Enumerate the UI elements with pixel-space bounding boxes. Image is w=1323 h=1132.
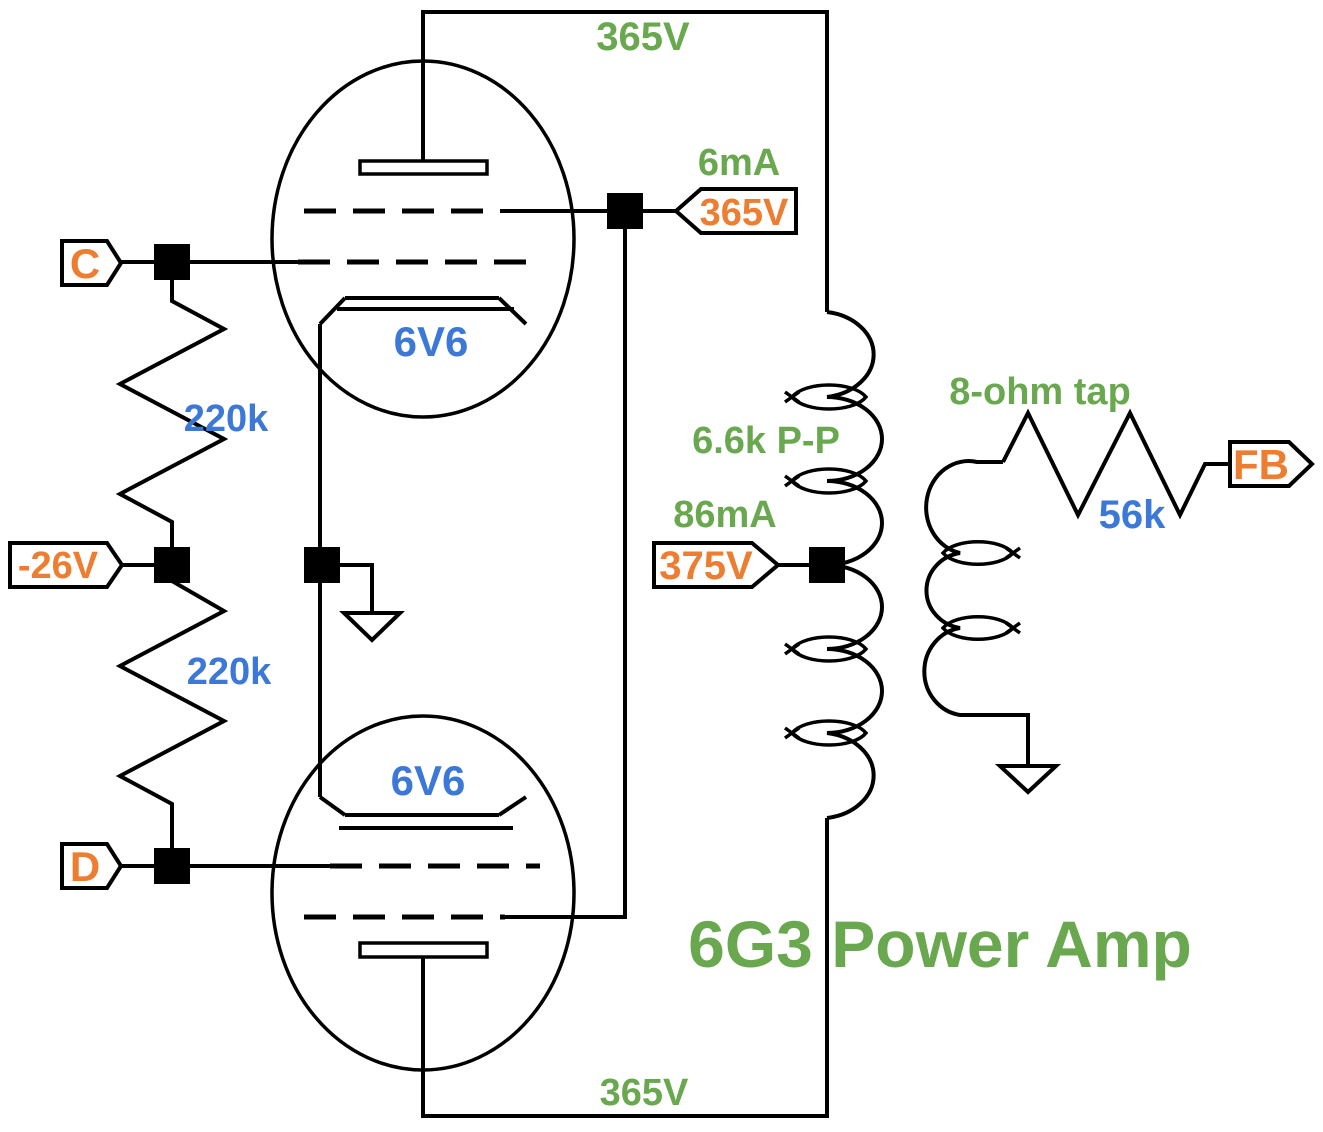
tube-upper-envelope (270, 59, 576, 419)
resistor-56k-body (1001, 408, 1230, 520)
node-d (154, 848, 190, 884)
cathode-ground-symbol (339, 611, 405, 643)
secondary-ground-symbol (994, 764, 1062, 795)
flag-bias-label: -26V (18, 545, 99, 587)
flag-c: C (60, 239, 158, 287)
node-screen (607, 193, 643, 229)
tube-lower-label: 6V6 (391, 757, 466, 804)
cathode-ground-wire (338, 563, 374, 613)
primary-loop-3 (783, 635, 869, 663)
flag-feedback-label: FB (1233, 441, 1289, 488)
tube-lower-envelope (270, 714, 576, 1072)
bottom-rail-wire (421, 818, 829, 1118)
top-rail-voltage-label: 365V (596, 15, 690, 59)
flag-c-shape (60, 239, 124, 287)
top-rail-wire (421, 10, 829, 312)
flag-center-tap-label: 375V (659, 544, 753, 588)
resistor-220k-lower-label: 220k (187, 651, 272, 693)
flag-feedback: FB (1228, 440, 1315, 488)
center-tap-current-label: 86mA (673, 494, 777, 536)
node-c (154, 244, 190, 280)
tube-lower-cathode (318, 795, 528, 830)
flag-c-label: C (70, 240, 100, 287)
flag-d-shape (60, 842, 124, 890)
resistor-56k-label: 56k (1099, 493, 1166, 537)
node-center-tap (809, 547, 845, 583)
screen-current-label: 6mA (698, 142, 780, 184)
secondary-tap-label: 8-ohm tap (949, 371, 1131, 413)
resistor-220k-lower-body (115, 579, 229, 850)
resistor-220k-lower (115, 579, 229, 850)
tube-upper (190, 59, 609, 549)
tube-upper-cathode (318, 296, 528, 326)
primary-loop-1 (783, 383, 869, 411)
primary-loop-2 (783, 467, 869, 495)
primary-loop-4 (783, 719, 869, 747)
plate-rails (421, 10, 829, 1118)
resistor-220k-upper-body (115, 280, 229, 549)
resistor-220k-upper (115, 280, 229, 549)
tube-lower-plate (358, 941, 489, 959)
flag-d: D (60, 842, 158, 890)
bottom-rail-voltage-label: 365V (600, 1072, 689, 1114)
tube-lower (190, 581, 627, 1072)
flag-bias-shape (8, 541, 125, 589)
flag-screen-shape (672, 187, 798, 235)
resistor-220k-upper-label: 220k (184, 398, 269, 440)
node-cathode (304, 547, 340, 583)
flag-center-tap-shape (652, 541, 782, 589)
text-annotations: 365V 6mA 6V6 220k 220k 6.6k P-P 86mA 8-o… (184, 15, 1192, 1114)
flag-center-tap-voltage: 375V (652, 541, 811, 589)
transformer-primary-coil (783, 310, 884, 820)
secondary-turns (922, 459, 1030, 766)
secondary-loop-1 (940, 540, 1022, 566)
flag-screen-label: 365V (700, 192, 789, 234)
node-bias (154, 547, 190, 583)
tube-upper-plate (358, 159, 489, 176)
secondary-loop-2 (940, 615, 1022, 641)
flag-feedback-shape (1228, 440, 1315, 488)
junction-nodes (154, 193, 845, 884)
cathode-ground (338, 563, 405, 643)
transformer-secondary-coil (922, 459, 1062, 795)
flag-d-label: D (70, 843, 100, 890)
tube-upper-label: 6V6 (394, 318, 469, 365)
flag-bias: -26V (8, 541, 158, 589)
schematic-title: 6G3 Power Amp (688, 907, 1192, 981)
primary-impedance-label: 6.6k P-P (692, 420, 840, 462)
flag-screen-voltage: 365V (641, 187, 798, 235)
